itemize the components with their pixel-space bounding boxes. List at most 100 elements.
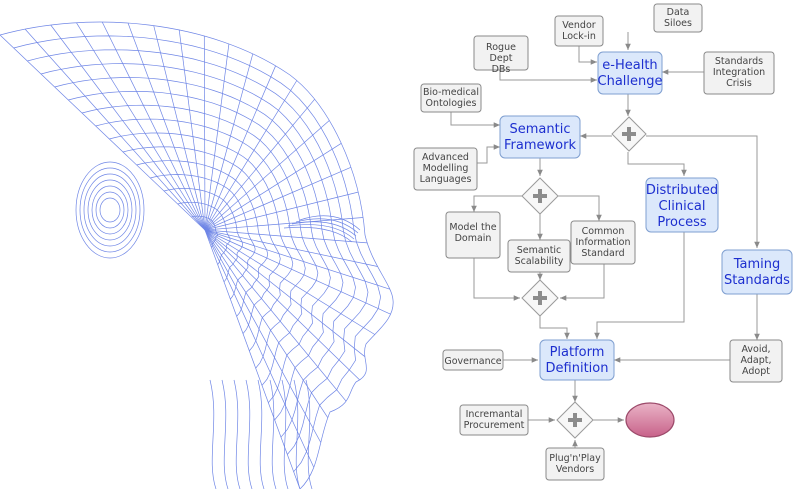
mesh-line bbox=[245, 379, 253, 489]
label-line: Definition bbox=[546, 361, 609, 376]
mesh-line bbox=[79, 167, 141, 253]
label-line: Languages bbox=[420, 174, 472, 185]
mesh-line bbox=[95, 191, 125, 229]
label-line: DBs bbox=[492, 64, 511, 75]
mesh-line bbox=[204, 166, 352, 231]
mesh-line bbox=[27, 49, 369, 455]
mesh-line bbox=[283, 226, 353, 243]
mesh-line bbox=[209, 379, 217, 489]
label-line: Framework bbox=[504, 138, 576, 153]
mesh-line bbox=[204, 229, 391, 290]
diagram-edges bbox=[450, 32, 760, 448]
mesh-line bbox=[287, 224, 355, 240]
mesh-line bbox=[204, 43, 230, 231]
parallel-gateway-3 bbox=[521, 279, 559, 317]
mesh-line bbox=[50, 24, 206, 231]
mesh-line bbox=[204, 229, 366, 357]
mesh-line bbox=[299, 215, 361, 231]
mesh-line bbox=[203, 35, 206, 231]
mesh-line bbox=[83, 173, 137, 247]
mesh-line bbox=[204, 229, 360, 381]
mesh-line bbox=[99, 197, 121, 223]
label-line: Information bbox=[576, 237, 631, 248]
mesh-line bbox=[109, 132, 294, 352]
mesh-line bbox=[101, 21, 206, 231]
mesh-line bbox=[0, 34, 206, 231]
mesh-line bbox=[13, 35, 381, 472]
mesh-line bbox=[178, 29, 206, 231]
mesh-line bbox=[204, 229, 347, 402]
label-line: Domain bbox=[455, 233, 492, 244]
mesh-line bbox=[204, 191, 359, 231]
node-avoid-adapt-adopt: Avoid,Adapt,Adopt bbox=[729, 339, 783, 383]
mesh-line bbox=[204, 80, 298, 231]
label-line: Adopt bbox=[742, 366, 770, 377]
label-line: Vendors bbox=[556, 464, 594, 475]
mesh-line bbox=[204, 65, 276, 231]
label-line: Modelling bbox=[423, 163, 469, 174]
label-line: Clinical bbox=[659, 199, 706, 214]
mesh-line bbox=[281, 379, 289, 489]
node-label: Governance bbox=[444, 356, 501, 367]
mesh-line bbox=[204, 229, 378, 267]
mesh-line bbox=[221, 379, 229, 489]
mesh-line bbox=[295, 218, 359, 234]
label-line: Challenge bbox=[598, 74, 663, 89]
parallel-gateway-1 bbox=[611, 116, 647, 152]
mesh-line bbox=[204, 229, 375, 335]
mesh-line bbox=[257, 379, 265, 489]
label-line: Scalability bbox=[515, 256, 564, 267]
mesh-line bbox=[81, 104, 319, 386]
wireframe-face-icon bbox=[0, 21, 394, 489]
mesh-line bbox=[269, 379, 277, 489]
mesh-line bbox=[305, 379, 313, 489]
mesh-line bbox=[204, 53, 254, 231]
mesh-line bbox=[204, 217, 364, 231]
mesh-line bbox=[91, 185, 129, 235]
mesh-line bbox=[204, 143, 342, 231]
parallel-gateway-2 bbox=[521, 177, 559, 215]
label-line: Procurement bbox=[464, 420, 525, 431]
label-line: Siloes bbox=[664, 18, 692, 29]
label-line: Ontologies bbox=[426, 98, 477, 109]
label-line: Crisis bbox=[726, 78, 752, 89]
mesh-line bbox=[204, 229, 301, 489]
mesh-line bbox=[40, 63, 356, 438]
node-governance: Governance bbox=[442, 349, 504, 371]
mesh-line bbox=[24, 28, 206, 231]
mesh-line bbox=[204, 229, 322, 443]
label-line: Adapt, bbox=[741, 355, 772, 366]
parallel-gateway-4 bbox=[556, 401, 594, 439]
mesh-line bbox=[204, 120, 330, 231]
mesh-line bbox=[293, 379, 301, 489]
mesh-line bbox=[204, 229, 315, 468]
mesh-line bbox=[291, 221, 357, 237]
label-line: Integration bbox=[713, 67, 765, 78]
label-line: Lock-in bbox=[562, 31, 596, 42]
